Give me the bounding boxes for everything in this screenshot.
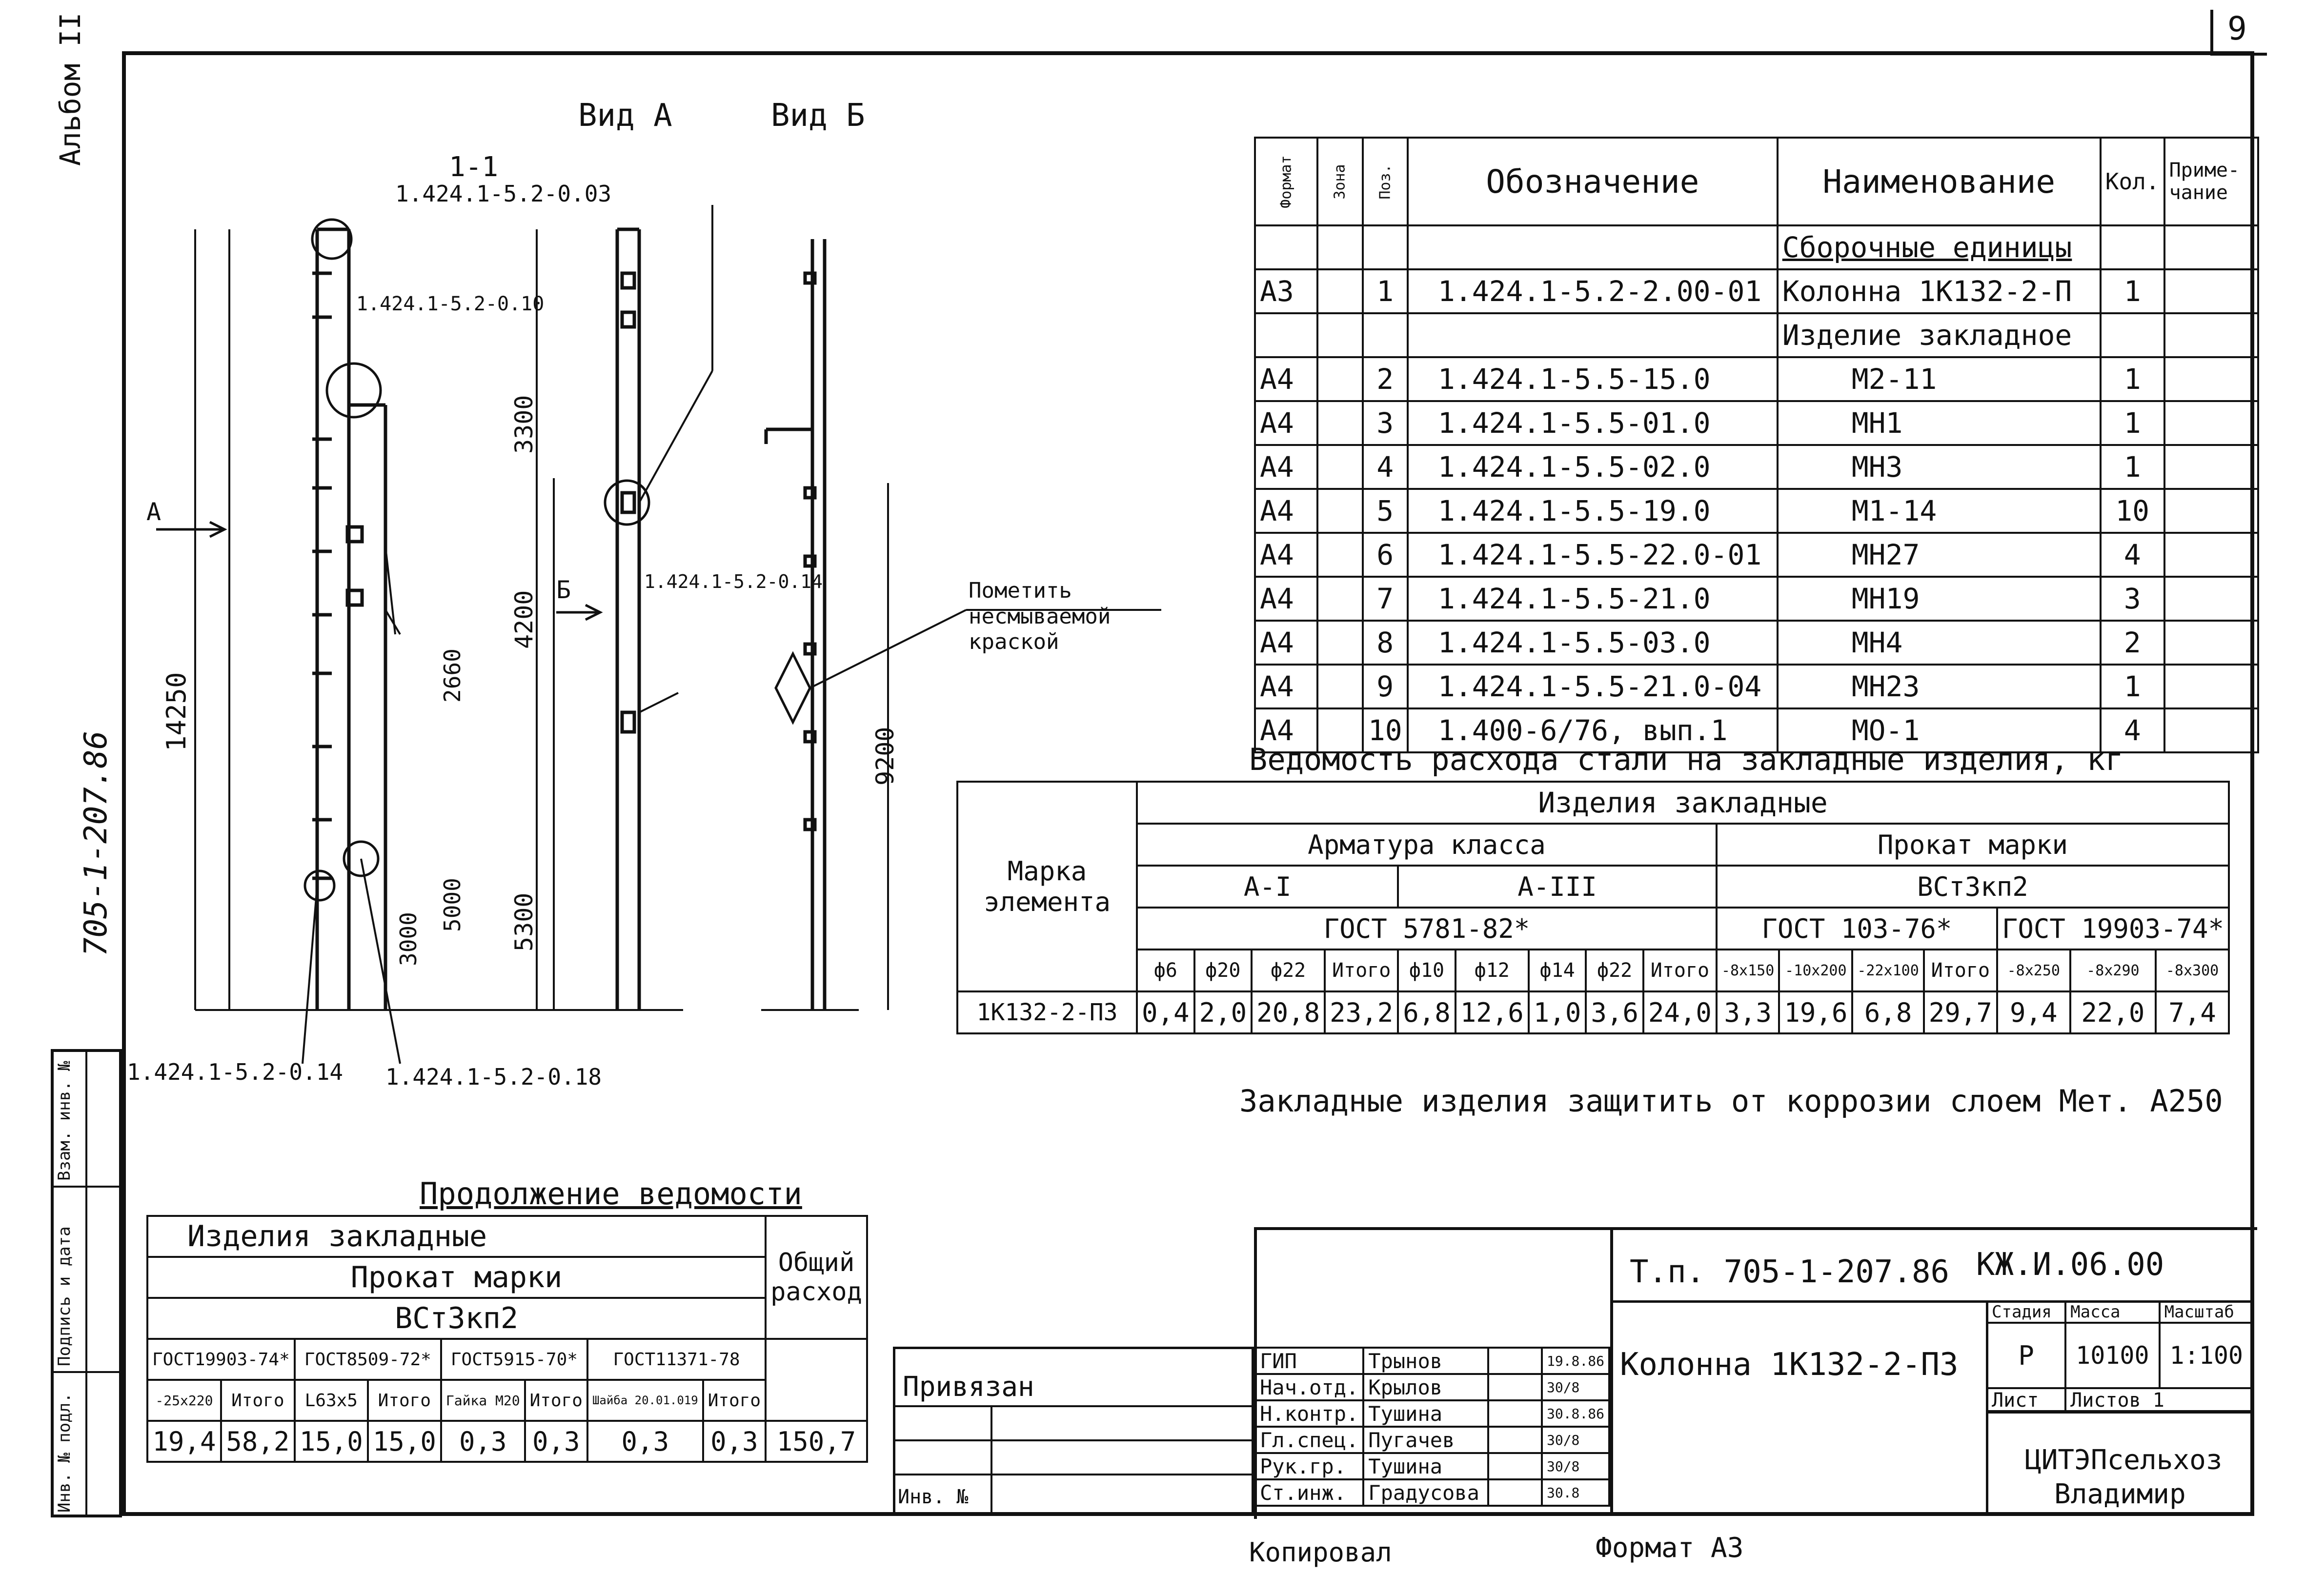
- tb-mass-label: Масса: [2064, 1300, 2161, 1324]
- arrow-a-label: А: [146, 498, 162, 526]
- ref-014: 1.424.1-5.2-0.14: [644, 571, 823, 592]
- spec-header-zone: Зона: [1332, 163, 1349, 200]
- steel-a1: А-I: [1136, 865, 1399, 909]
- tb-mass: 10100: [2064, 1322, 2161, 1389]
- tb-org: ЦИТЭПсельхоз: [2025, 1444, 2223, 1476]
- continuation-title: Продолжение ведомости: [420, 1176, 802, 1212]
- view-a-title: Вид А: [578, 98, 672, 134]
- steel-vst: ВСт3кп2: [1715, 865, 2230, 909]
- tb-scale-label: Масштаб: [2158, 1300, 2255, 1324]
- tb-code: Т.п. 705-1-207.86: [1630, 1254, 1950, 1290]
- cont-rolled: Прокат марки: [146, 1256, 767, 1299]
- attached-box: [893, 1347, 1254, 1516]
- corrosion-note: Закладные изделия защитить от коррозии с…: [1239, 1083, 2223, 1119]
- steel-group: Изделия закладные: [1136, 781, 2230, 825]
- section-title: 1-1: [449, 151, 499, 183]
- steel-gost-103: ГОСТ 103-76*: [1715, 907, 1998, 950]
- tb-scale: 1:100: [2158, 1322, 2255, 1389]
- tb-sheet-label: Лист: [1985, 1387, 2067, 1414]
- dim-3300: 3300: [510, 395, 538, 454]
- ref-010: 1.424.1-5.2-0.10: [356, 293, 545, 315]
- note-mark-3: краской: [969, 629, 1059, 654]
- spec-row: Изделие закладное: [1254, 312, 2260, 358]
- tb-stage: Р: [1985, 1322, 2067, 1389]
- arrow-b-label: Б: [556, 576, 571, 604]
- sheet-number: 9: [2227, 10, 2247, 47]
- tb-sheets-label: Листов 1: [2064, 1387, 2254, 1414]
- dim-5000: 5000: [439, 878, 465, 932]
- dim-9200: 9200: [871, 727, 899, 786]
- dim-3000: 3000: [395, 912, 422, 966]
- spec-header-name: Наименование: [1776, 137, 2102, 226]
- dim-4200: 4200: [510, 590, 538, 649]
- ref-003: 1.424.1-5.2-0.03: [395, 181, 612, 207]
- cont-vst: ВСт3кп2: [146, 1297, 767, 1340]
- steel-element-header: Марка элемента: [956, 781, 1138, 992]
- spec-header-pos: Поз.: [1376, 163, 1394, 200]
- spec-header-qty: Кол.: [2099, 137, 2165, 226]
- continuation-table: Изделия закладные Общий расход Прокат ма…: [146, 1215, 868, 1463]
- tb-stage-label: Стадия: [1985, 1300, 2067, 1324]
- steel-table: Марка элемента Изделия закладные Арматур…: [956, 781, 2230, 1034]
- spec-row: Сборочные единицы: [1254, 224, 2260, 270]
- dim-14250: 14250: [161, 672, 192, 751]
- cont-total-header: Общий расход: [765, 1215, 868, 1340]
- steel-a3: А-III: [1397, 865, 1718, 909]
- footer-copied: Копировал: [1249, 1537, 1392, 1568]
- steel-gost-19903: ГОСТ 19903-74*: [1996, 907, 2230, 950]
- tb-sheet-code: КЖ.И.06.00: [1976, 1247, 2164, 1283]
- view-b-title: Вид Б: [771, 98, 865, 134]
- spec-header-note: Приме-чание: [2163, 137, 2260, 226]
- footer-format: Формат А3: [1596, 1532, 1744, 1564]
- cont-gost-row: ГОСТ19903-74* ГОСТ8509-72* ГОСТ5915-70* …: [146, 1338, 868, 1422]
- dim-2660: 2660: [439, 648, 465, 703]
- note-mark-2: несмываемой: [969, 604, 1111, 629]
- steel-rolled: Прокат марки: [1715, 823, 2230, 867]
- steel-gost-rebar: ГОСТ 5781-82*: [1136, 907, 1718, 950]
- steel-rebar: Арматура класса: [1136, 823, 1718, 867]
- inv-label: Инв. №: [898, 1486, 969, 1508]
- attached-label: Привязан: [903, 1371, 1034, 1403]
- ref-014b: 1.424.1-5.2-0.14: [127, 1059, 344, 1085]
- dim-5300: 5300: [510, 892, 538, 951]
- ref-018: 1.424.1-5.2-0.18: [385, 1064, 602, 1090]
- tb-name: Колонна 1К132-2-П3: [1620, 1347, 1959, 1383]
- tb-city: Владимир: [2054, 1478, 2186, 1510]
- steel-title: Ведомость расхода стали на закладные изд…: [1249, 742, 2123, 777]
- spec-header-designation: Обозначение: [1406, 137, 1779, 226]
- spec-header-format: Формат: [1277, 155, 1295, 208]
- specification-table: Формат Зона Поз. Обозначение Наименовани…: [1254, 137, 2260, 753]
- cont-group: Изделия закладные: [146, 1215, 767, 1258]
- note-mark-1: Пометить: [969, 578, 1072, 603]
